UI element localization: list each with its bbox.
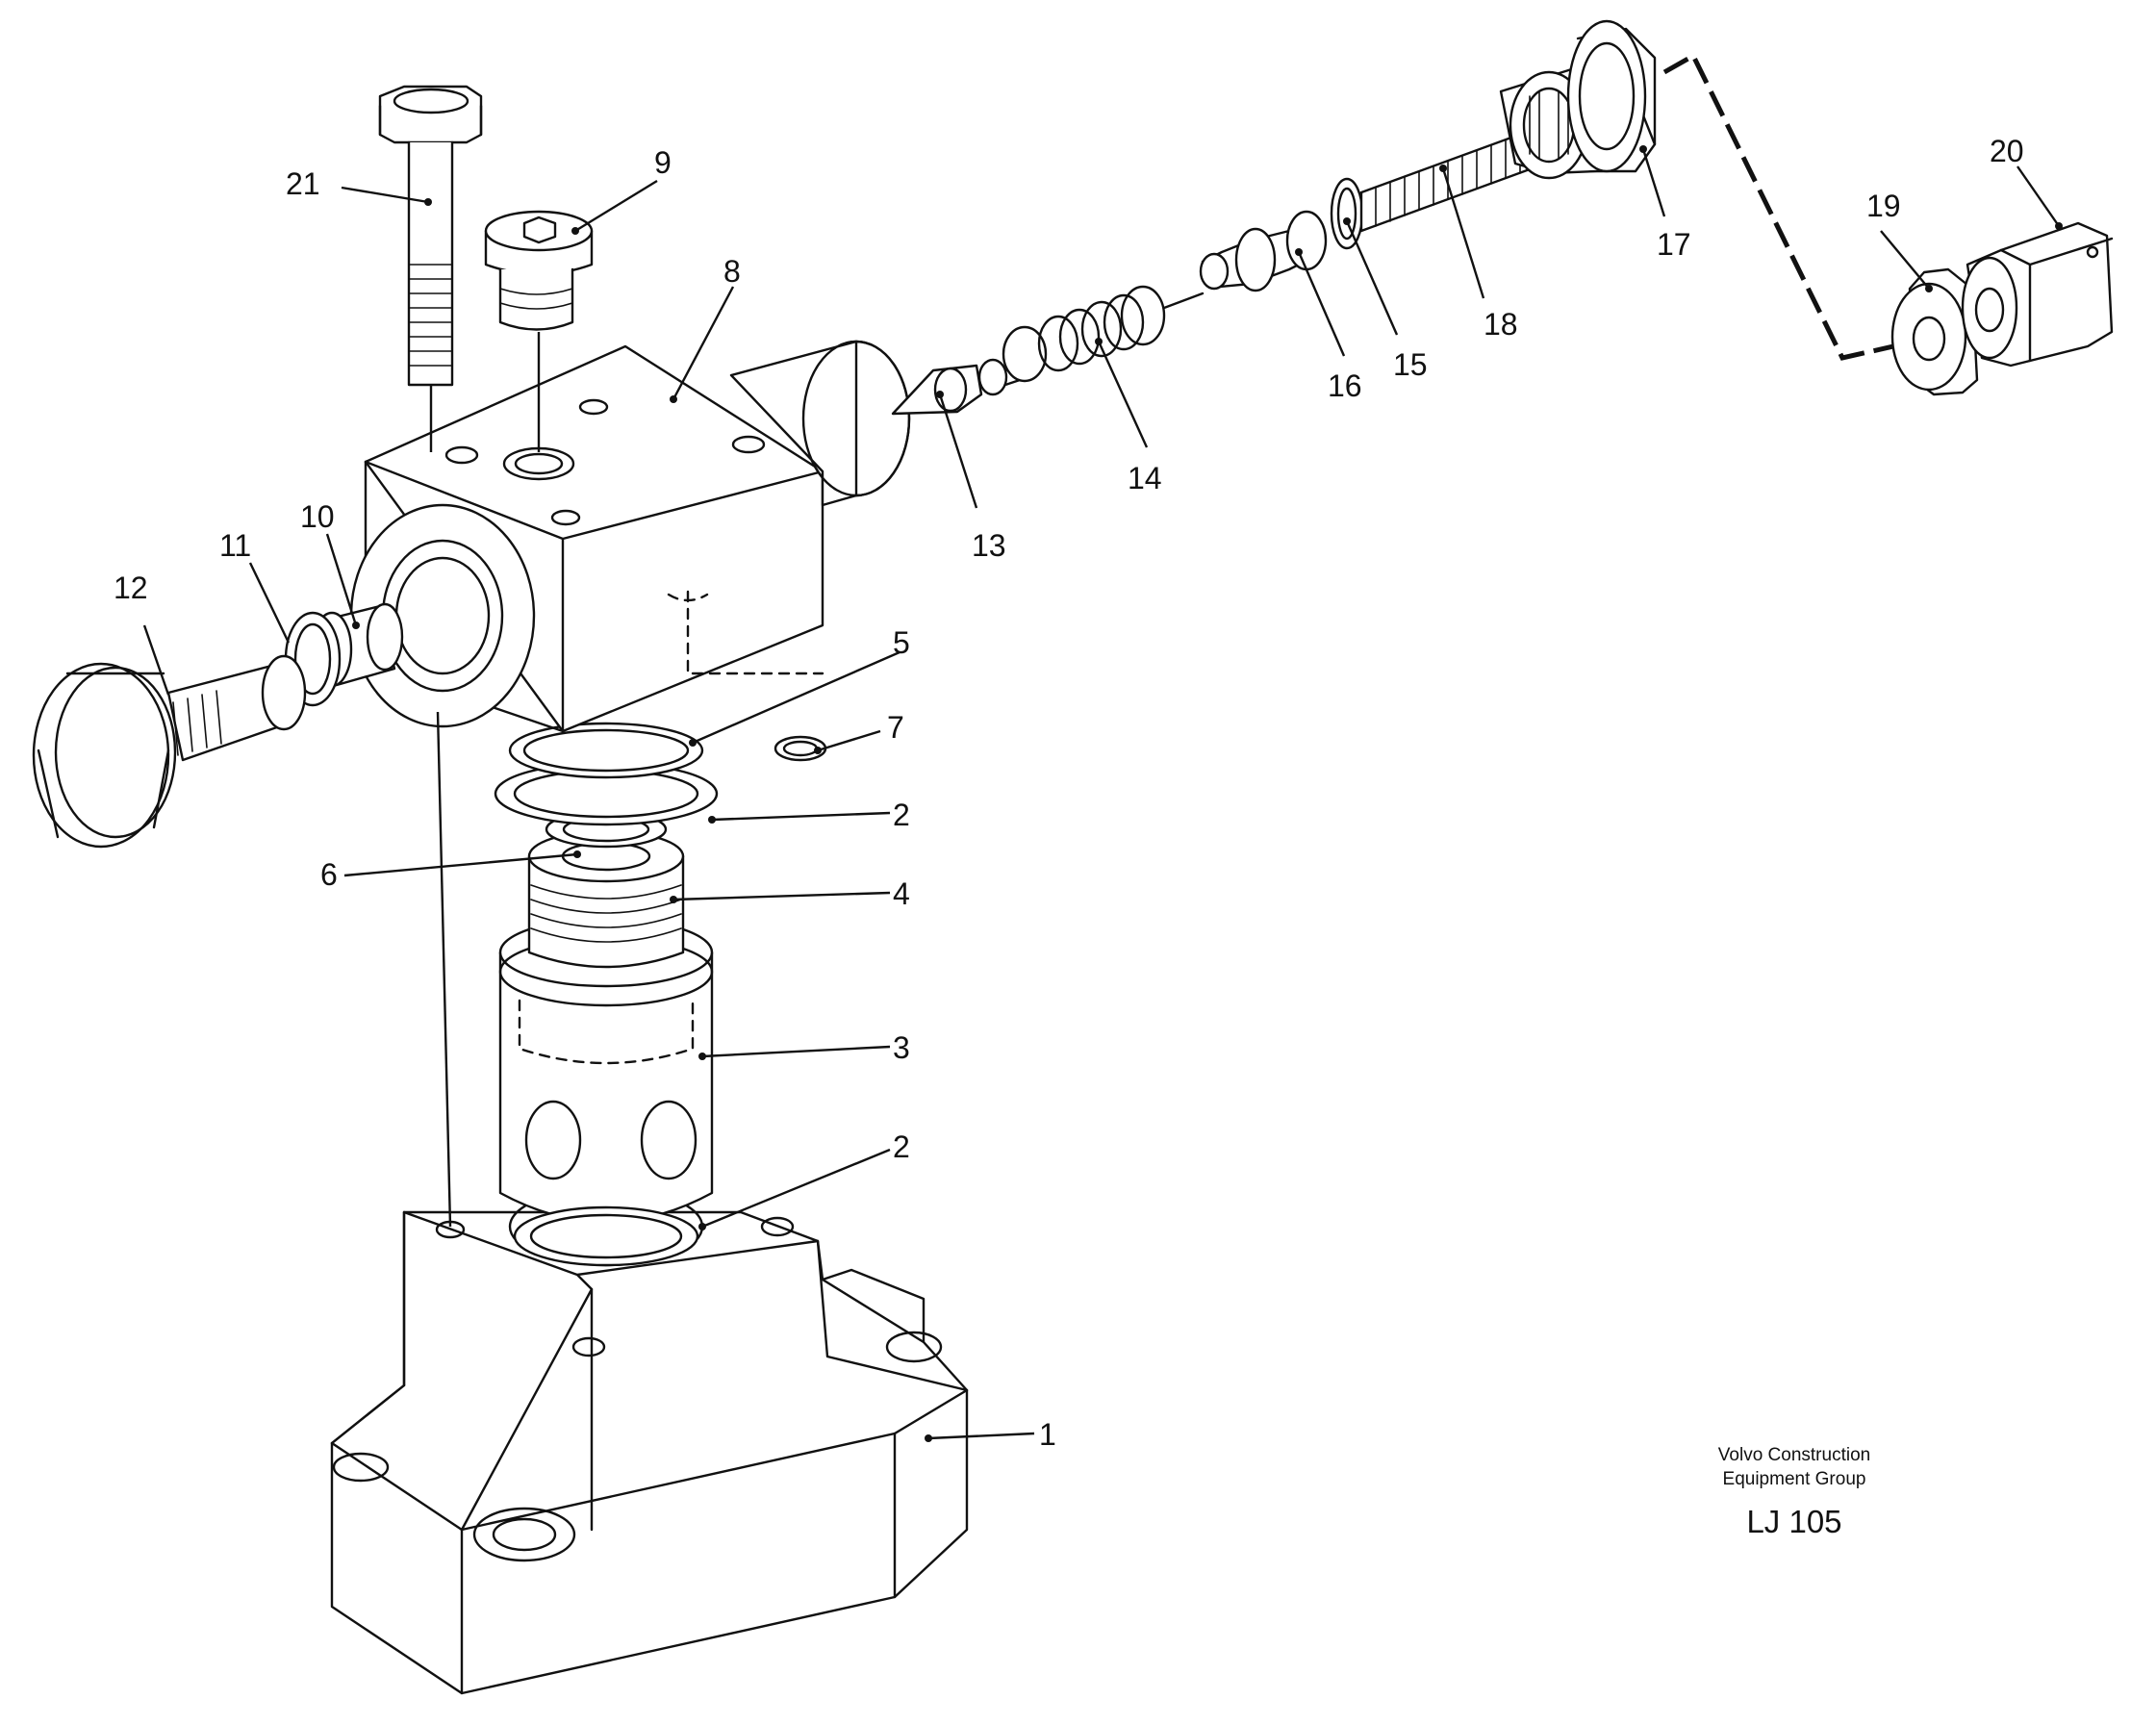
callout-leaders	[142, 145, 2063, 1442]
caption-company-line-2: Equipment Group	[1722, 1469, 1866, 1489]
callout-16: 16	[1328, 368, 1362, 403]
callout-10: 10	[300, 499, 335, 534]
caption-company-line-1: Volvo Construction	[1717, 1445, 1871, 1465]
connector-line-17-19	[1662, 52, 1915, 361]
part-21-bolt	[378, 85, 483, 387]
part-19-nut	[1890, 267, 1979, 396]
callout-4: 4	[893, 876, 910, 911]
part-14-spring	[1002, 285, 1205, 383]
callout-15: 15	[1393, 347, 1428, 382]
callout-7: 7	[887, 710, 904, 745]
part-5-o-ring	[508, 722, 704, 779]
callout-2-upper: 2	[893, 798, 910, 832]
callout-1: 1	[1039, 1417, 1056, 1452]
part-8-valve-body	[349, 340, 911, 733]
callout-6: 6	[320, 857, 338, 892]
callout-2-lower: 2	[893, 1129, 910, 1164]
part-13-poppet	[891, 358, 1022, 416]
part-12-plug-cap	[32, 654, 307, 849]
callout-13: 13	[972, 528, 1006, 563]
callout-11: 11	[219, 528, 251, 563]
assembly-line-base	[436, 711, 452, 1228]
callout-8: 8	[723, 254, 741, 289]
part-17-locknut	[1499, 19, 1657, 180]
callout-19: 19	[1866, 189, 1901, 223]
callout-9: 9	[654, 145, 672, 180]
callout-3: 3	[893, 1030, 910, 1065]
part-16-spring-seat	[1199, 210, 1328, 292]
callout-20: 20	[1990, 134, 2024, 168]
callout-17: 17	[1657, 227, 1691, 262]
callout-14: 14	[1128, 461, 1162, 495]
part-9-plug	[484, 210, 594, 331]
callout-labels: 1 2 2 3 4 5 6 7 8 9 10 11 12 13 14 15 16…	[114, 134, 2024, 1452]
part-15-ring	[1330, 177, 1364, 250]
callout-21: 21	[286, 166, 320, 201]
callout-5: 5	[893, 625, 910, 660]
callout-18: 18	[1484, 307, 1518, 342]
part-20-hex-cap	[1961, 221, 2114, 368]
callout-12: 12	[114, 571, 148, 605]
caption-drawing-code: LJ 105	[1746, 1504, 1842, 1539]
drawing-caption: Volvo Construction Equipment Group LJ 10…	[1636, 1443, 1953, 1543]
part-1-base-block	[330, 1186, 969, 1695]
part-2-lower-seal-ring	[513, 1205, 699, 1267]
part-4-valve-spool	[527, 829, 685, 969]
